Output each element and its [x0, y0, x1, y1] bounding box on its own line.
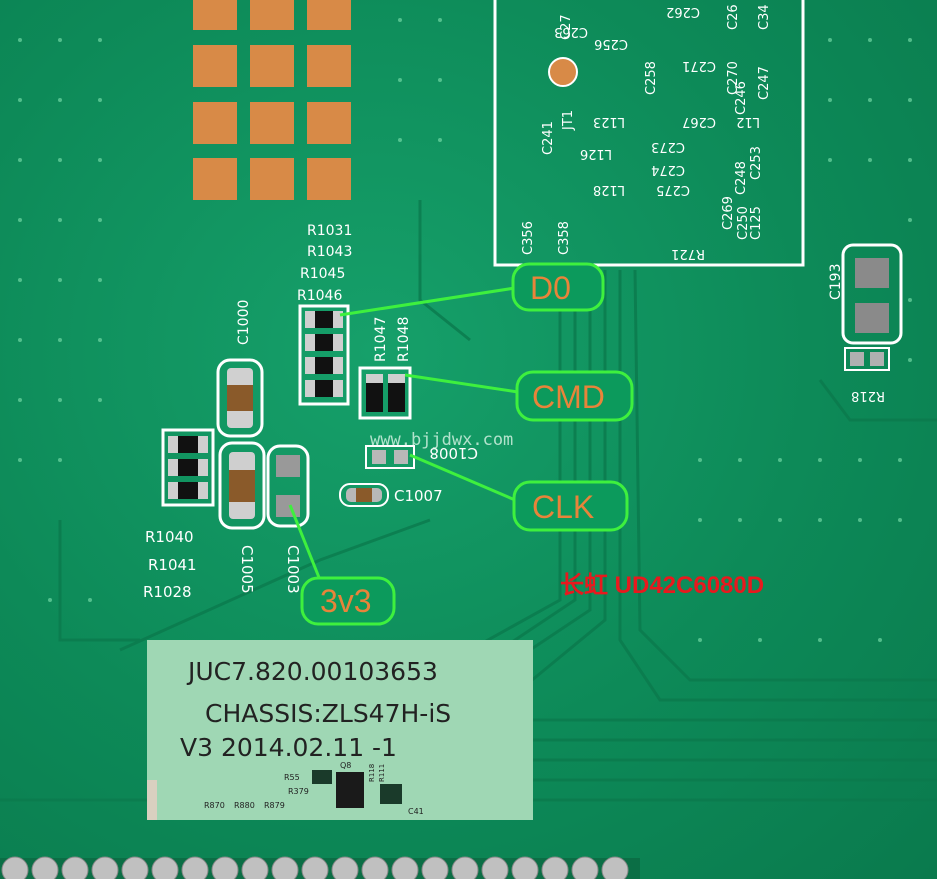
- silk-c1008: C1008: [429, 444, 478, 462]
- silk-c262: C262: [666, 4, 700, 19]
- callout-d0: D0: [511, 262, 605, 312]
- copper-pad-grid: [193, 0, 351, 200]
- sticker-line1: JUC7.820.00103653: [186, 657, 438, 686]
- silk-r1045: R1045: [300, 266, 345, 282]
- silk-jt1: JT1: [561, 110, 576, 131]
- silk-l126: L126: [580, 146, 612, 161]
- silk-r870: R870: [204, 801, 225, 810]
- silk-c267: C267: [682, 114, 716, 129]
- c1000-capacitor: C1000: [216, 300, 264, 438]
- sticker-line3: V3 2014.02.11 -1: [180, 733, 397, 762]
- silk-c263: C263: [554, 24, 588, 39]
- silk-c275: C275: [656, 182, 690, 197]
- silk-c1007: C1007: [394, 487, 443, 505]
- silk-c1000: C1000: [236, 300, 252, 345]
- silk-r379: R379: [288, 787, 309, 796]
- silk-r1046: R1046: [297, 288, 342, 304]
- resistors-r1047-r1048: R1047 R1048: [358, 317, 412, 420]
- silk-c256: C256: [594, 36, 628, 51]
- pcb-traces: [0, 200, 937, 802]
- c1005-c1003: C1005 C1003: [218, 441, 310, 594]
- bottom-connector-pins: [0, 856, 640, 879]
- silk-c274: C274: [651, 162, 685, 177]
- silk-l128: L128: [593, 182, 625, 197]
- ic-area-labels: C27 C263 C262 C26 C34 C256 C271 C270 C24…: [521, 4, 772, 261]
- silk-c34: C34: [757, 4, 772, 30]
- silk-r1041: R1041: [148, 556, 197, 574]
- callout-clk-text: CLK: [532, 489, 594, 525]
- silk-c1003: C1003: [284, 545, 302, 594]
- silk-c269: C269: [721, 196, 736, 230]
- silk-r1048: R1048: [396, 317, 412, 362]
- silk-c358: C358: [557, 221, 572, 255]
- silk-r218: R218: [851, 388, 885, 403]
- callout-clk: CLK: [512, 480, 629, 532]
- silk-c247: C247: [757, 66, 772, 100]
- silk-r118: R118: [368, 764, 376, 782]
- silk-q8: Q8: [340, 761, 351, 770]
- silk-c356: C356: [521, 221, 536, 255]
- silk-c248: C248: [734, 161, 749, 195]
- silk-r1040: R1040: [145, 528, 194, 546]
- silk-l123: L123: [593, 114, 625, 129]
- callout-3v3: 3v3: [300, 576, 396, 626]
- silk-c246: C246: [734, 81, 749, 115]
- callout-cmd: CMD: [515, 370, 634, 422]
- silk-c125: C125: [749, 206, 764, 240]
- callout-cmd-text: CMD: [532, 379, 605, 415]
- callout-d0-text: D0: [530, 270, 571, 306]
- silk-c241: C241: [541, 121, 556, 155]
- brand-label: 长虹 UD42C6080D: [560, 572, 764, 599]
- callout-3v3-text: 3v3: [320, 583, 372, 619]
- silk-r721: R721: [671, 246, 705, 261]
- silk-r880: R880: [234, 801, 255, 810]
- silk-r1043: R1043: [307, 244, 352, 260]
- callout-lines: [288, 286, 519, 581]
- silk-r55: R55: [284, 773, 300, 782]
- silk-c1005: C1005: [238, 545, 256, 594]
- silk-r879: R879: [264, 801, 285, 810]
- ic-silkscreen-box: [493, 0, 805, 267]
- silk-r1031: R1031: [307, 223, 352, 239]
- silk-c253: C253: [749, 146, 764, 180]
- silk-c270: C270: [726, 61, 741, 95]
- silk-c27: C27: [559, 14, 574, 40]
- silk-c250: C250: [736, 206, 751, 240]
- silk-c41: C41: [408, 807, 424, 816]
- resistor-array-left: R1040 R1041 R1028: [143, 428, 215, 601]
- c193-component: C193 R218: [828, 243, 903, 403]
- sticker-label: JUC7.820.00103653 CHASSIS:ZLS47H-iS V3 2…: [147, 640, 533, 820]
- sticker-line2: CHASSIS:ZLS47H-iS: [205, 699, 451, 728]
- silk-c271: C271: [682, 58, 716, 73]
- silk-r111: R111: [378, 764, 386, 782]
- c1008-c1007: C1008 C1007: [339, 444, 478, 507]
- resistor-array-top: R1031 R1043 R1045 R1046: [297, 223, 352, 406]
- silk-r1047: R1047: [373, 317, 389, 362]
- silk-c26: C26: [726, 4, 741, 30]
- silk-c258: C258: [644, 61, 659, 95]
- silk-l12: L12: [736, 114, 760, 129]
- vias: [18, 18, 912, 642]
- watermark-text: www.bjjdwx.com: [370, 430, 513, 450]
- silk-c273: C273: [651, 139, 685, 154]
- silk-r1028: R1028: [143, 583, 192, 601]
- silk-c193: C193: [828, 264, 844, 301]
